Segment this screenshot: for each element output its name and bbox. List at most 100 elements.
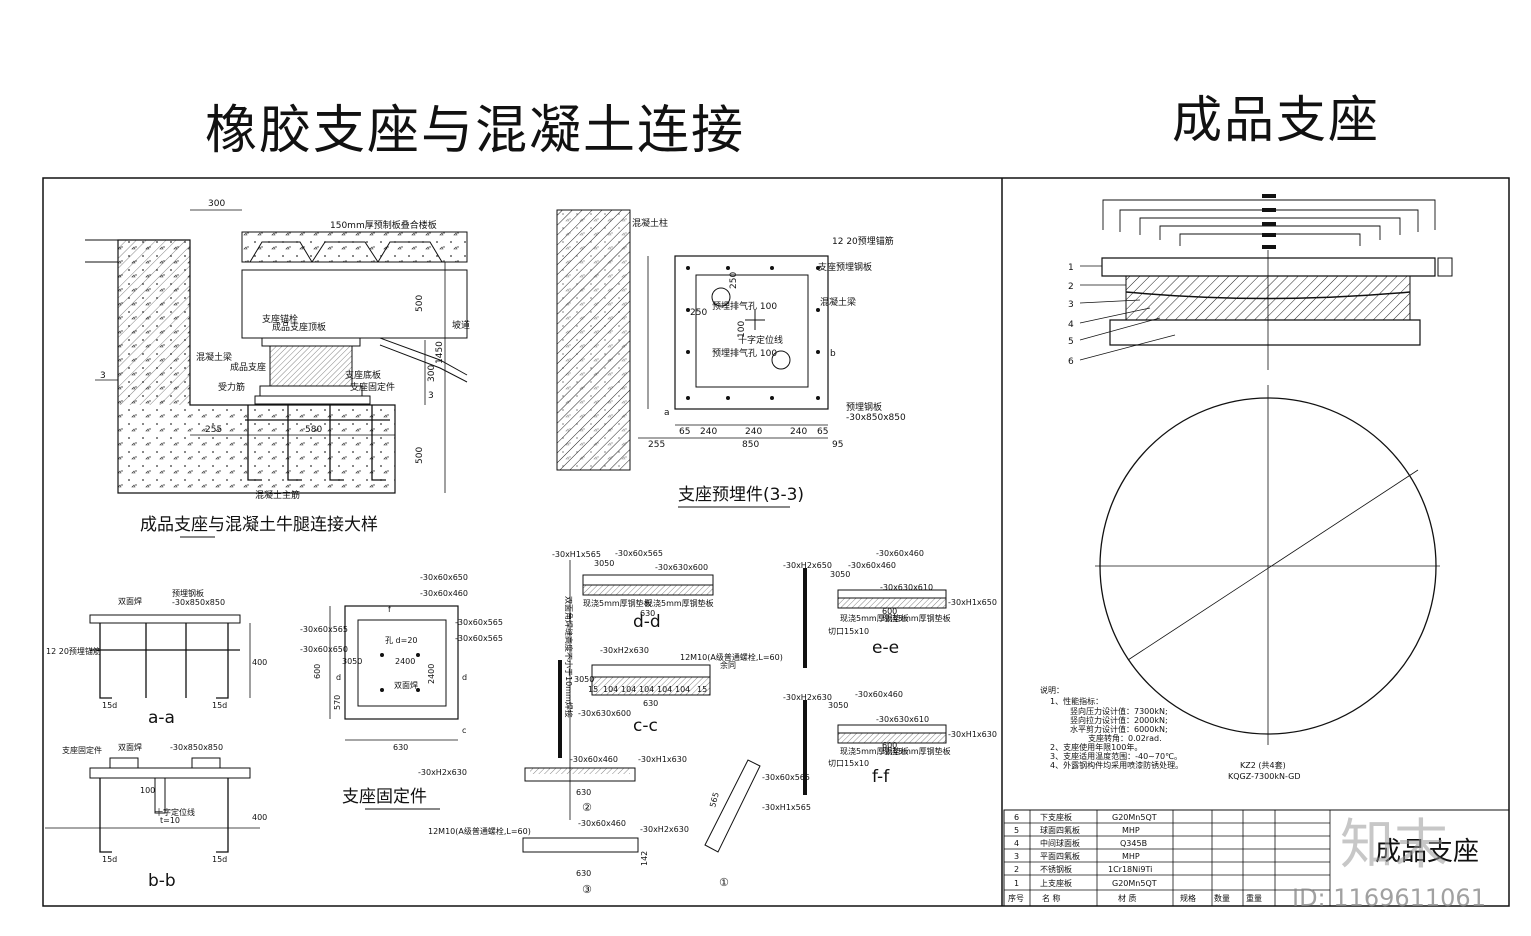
fix-p1: -30x60x650 [420, 573, 468, 582]
ee-e: -30xH1x650 [948, 598, 997, 607]
bb-plate-label: -30x850x850 [170, 743, 223, 752]
notes-l4: 水平剪力设计值：6000kN; [1070, 724, 1168, 734]
fix-dim-2400a: 2400 [395, 657, 415, 666]
watermark-id: ID: 1169611061 [1292, 884, 1486, 912]
part1-circle: ① [719, 876, 729, 889]
ff-d: -30xH1x630 [948, 730, 997, 739]
part3-dim142: 142 [640, 851, 649, 866]
ff-dim-600: 600 [882, 741, 897, 750]
ee-dim-600: 600 [882, 607, 897, 616]
bb-fix-label: 支座固定件 [62, 745, 102, 755]
bb-t10: t=10 [160, 816, 180, 825]
embed-dim-240a: 240 [700, 427, 717, 437]
bom-mat-0: G20Mn5QT [1112, 813, 1157, 822]
corbel-slab-label: 150mm厚预制板叠合楼板 [330, 219, 437, 231]
bearing-item-4: 4 [1068, 320, 1074, 330]
ee-c: -30x630x610 [880, 583, 933, 592]
notes-head: 说明： [1040, 685, 1064, 695]
embed-vent2-label: 预埋排气孔 100 [712, 347, 777, 359]
part3-dim: 630 [576, 869, 591, 878]
cc-dim-3050: 3050 [574, 675, 594, 684]
bb-weld-label: 双面焊 [118, 742, 142, 752]
sec-ff-caption: f-f [872, 767, 890, 787]
ee-b: -30x60x460 [876, 549, 924, 558]
sec-cc-caption: c-c [633, 716, 658, 736]
fix-p7: -30xH2x630 [418, 768, 467, 777]
embed-rebar-label: 12 20预埋锚筋 [832, 235, 894, 247]
bom-no-3: 3 [1014, 852, 1019, 861]
sec-dd-caption: d-d [633, 612, 661, 632]
embed-vent1-label: 预埋排气孔 100 [712, 300, 777, 312]
bom-table: 6 下支座板 G20Mn5QT 5 球面四氟板 MHP 4 中间球面板 Q345… [1003, 809, 1510, 907]
corbel-beam-label: 混凝土梁 [196, 351, 232, 363]
aa-plate-label: 预埋钢板 [172, 588, 204, 598]
aa-dim-15d-r: 15d [212, 701, 227, 710]
embed-dim-65b: 65 [817, 427, 828, 437]
bom-h-no: 序号 [1008, 893, 1024, 903]
corbel-rebar-label: 受力筋 [218, 381, 245, 393]
bom-mat-4: 1Cr18Ni9Ti [1108, 865, 1152, 874]
bom-name-3: 平面四氟板 [1040, 851, 1080, 861]
corbel-dim-300: 300 [208, 199, 225, 209]
fix-mark-c: c [462, 726, 466, 735]
corbel-dim-300b: 300 [427, 365, 437, 382]
corbel-ramp-label: 坡道 [452, 319, 470, 331]
ff-a: -30xH2x630 [783, 693, 832, 702]
cc-dim-15a: 15 [588, 685, 598, 694]
embed-plate-label: 支座预埋钢板 [818, 261, 872, 273]
ee-d: -30x60x460 [848, 561, 896, 570]
ee-cut: 切口15x10 [828, 627, 869, 636]
bom-no-0: 6 [1014, 813, 1019, 822]
corbel-anchor-label: 支座底板 [345, 369, 381, 381]
embed-dim-250a: 250 [690, 308, 707, 318]
embed-label-concrete2: 混凝土梁 [820, 296, 856, 308]
fix-p3: -30x60x565 [455, 618, 503, 627]
bom-no-4: 2 [1014, 865, 1019, 874]
section-bb: 支座固定件 双面焊 -30x850x850 十字定位线 t=10 400 100… [45, 742, 267, 891]
fix-dim-630: 630 [393, 743, 408, 752]
bom-name-0: 下支座板 [1040, 812, 1072, 822]
corbel-dim-1450: 1450 [435, 341, 445, 364]
embed-plate-size: -30x850x850 [846, 413, 906, 423]
bom-mat-1: MHP [1122, 826, 1140, 835]
corbel-dim-255: 255 [205, 425, 222, 435]
ff-f: 现浇5mm厚钢垫板 [882, 746, 951, 756]
corbel-dim-580: 580 [305, 425, 322, 435]
notes-model2: KQGZ-7300kN-GD [1228, 772, 1300, 781]
bearing-item-5: 5 [1068, 337, 1074, 347]
bb-dim-15d-r: 15d [212, 855, 227, 864]
bb-dim-15d-l: 15d [102, 855, 117, 864]
aa-dim-15d-l: 15d [102, 701, 117, 710]
bom-h-spec: 规格 [1180, 893, 1196, 903]
dd-c: -30x630x600 [655, 563, 708, 572]
bb-dim-400: 400 [252, 813, 267, 822]
embed-center-label: 十字定位线 [738, 334, 783, 346]
ff-e: 现浇5mm厚钢垫板 [840, 746, 909, 756]
bom-h-qty: 数量 [1214, 893, 1230, 903]
sec-bb-caption: b-b [148, 871, 176, 891]
notes-l6: 2、支座使用年限100年。 [1050, 742, 1142, 752]
bom-name-5: 上支座板 [1040, 878, 1072, 888]
notes-model1: KZ2 (共4套) [1240, 760, 1286, 770]
section-ff: -30xH2x630 -30x60x460 -30x630x610 -30xH1… [783, 690, 997, 795]
cc-a: -30xH2x630 [600, 646, 649, 655]
part1-dim: 565 [708, 791, 721, 808]
dd-a: -30xH1x565 [552, 550, 601, 559]
bom-mat-2: Q345B [1120, 839, 1147, 848]
cc-dim-104e: 104 [675, 685, 690, 694]
fix-dim-570: 570 [333, 695, 342, 710]
fixing-parts-caption: 支座固定件 [342, 787, 427, 807]
fix-mark-d2: d [462, 673, 467, 682]
bom-name-4: 不锈钢板 [1040, 864, 1072, 874]
part3-circle: ③ [582, 883, 592, 896]
notes-l8: 4、外露钢构件均采用喷漆防锈处理。 [1050, 760, 1183, 770]
corbel-sec-mark: 3 [100, 371, 106, 381]
bearing-section: 1 2 3 4 5 6 [1068, 194, 1453, 370]
embed-dim-240b: 240 [745, 427, 762, 437]
cc-b: -30x630x600 [578, 709, 631, 718]
bom-h-w: 重量 [1246, 893, 1262, 903]
dd-dim-3050: 3050 [594, 559, 614, 568]
fix-p2: -30x60x460 [420, 589, 468, 598]
bom-stamp: 成品支座 [1375, 837, 1479, 867]
embed-dim-65a: 65 [679, 427, 690, 437]
